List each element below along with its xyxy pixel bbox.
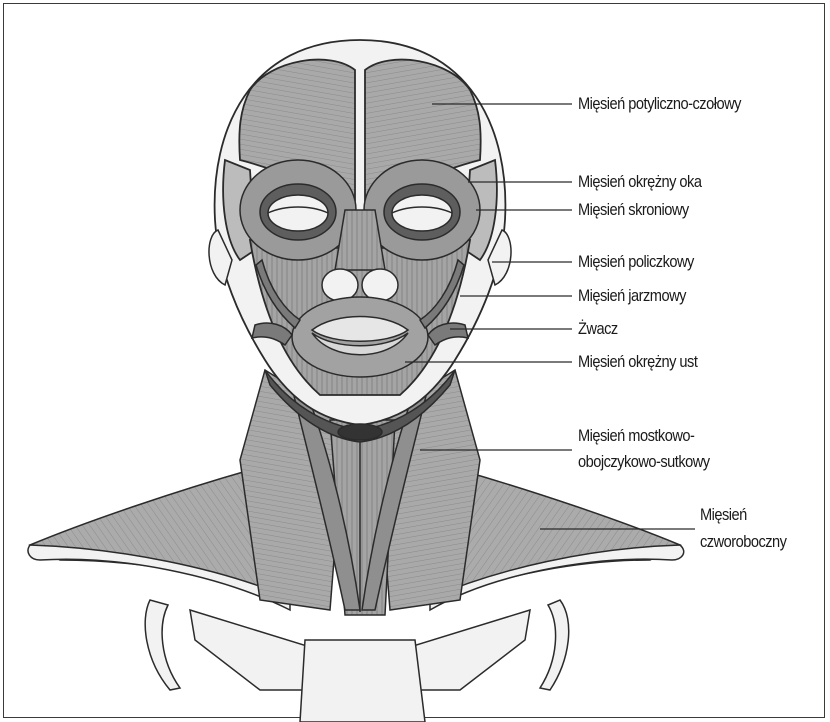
label-temporalis: Mięsień skroniowy: [578, 198, 689, 222]
label-sternocleidomastoid-1: Mięsień mostkowo-: [578, 424, 694, 448]
label-occipitofrontalis: Mięsień potyliczno-czołowy: [578, 92, 741, 116]
label-zygomaticus: Mięsień jarzmowy: [578, 284, 686, 308]
label-orbicularis-oculi: Mięsień okrężny oka: [578, 170, 701, 194]
label-orbicularis-oris: Mięsień okrężny ust: [578, 350, 697, 374]
label-trapezius-1: Mięsień: [700, 503, 747, 527]
clavicle-bones: [145, 600, 569, 722]
label-buccinator: Mięsień policzkowy: [578, 250, 694, 274]
label-trapezius-2: czworoboczny: [700, 530, 786, 554]
orbicularis-oris: [292, 297, 428, 377]
label-sternocleidomastoid-2: obojczykowo-sutkowy: [578, 450, 710, 474]
label-masseter: Żwacz: [578, 317, 618, 341]
